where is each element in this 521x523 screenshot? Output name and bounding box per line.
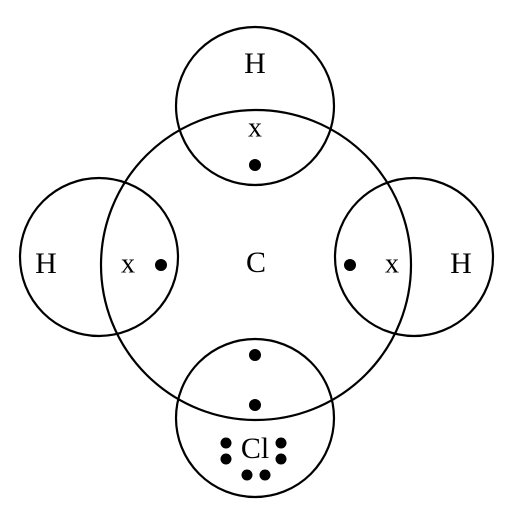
right-hydrogen-shell [333,176,495,338]
right-hydrogen-symbol: H [450,247,472,280]
carbon-symbol: C [246,246,266,279]
chlorine-electron-right-upper [275,437,287,449]
right-hydrogen-electron: x [385,248,399,279]
chlorine-shell [174,337,336,499]
top-hydrogen-electron: x [248,112,262,143]
carbon-electron-top [249,159,261,171]
chlorine-electron-left-lower [220,453,232,465]
carbon-electron-right [344,259,356,271]
left-hydrogen-electron: x [121,248,135,279]
left-hydrogen-shell [18,176,180,338]
carbon-electron-bottom [249,349,261,361]
top-hydrogen-symbol: H [244,47,266,80]
chlorine-shared-electron [249,399,261,411]
chlorine-electron-left-upper [220,437,232,449]
chlorine-symbol: Cl [241,432,269,465]
carbon-shell [99,108,413,422]
left-hydrogen-symbol: H [35,247,57,280]
carbon-electron-left [155,259,167,271]
chlorine-electron-bottom-right [259,469,271,481]
chlorine-electron-right-lower [275,453,287,465]
top-hydrogen-shell [174,25,336,187]
chlorine-electron-bottom-left [241,469,253,481]
